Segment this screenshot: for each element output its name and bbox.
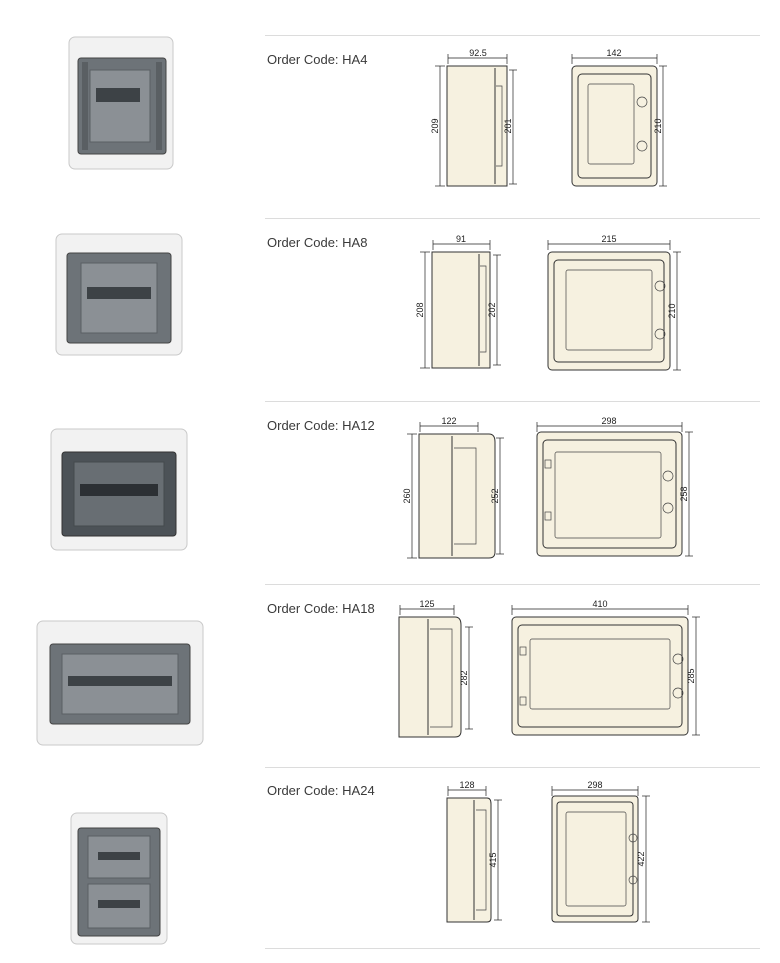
order-code-label: Order Code: [267,52,339,67]
side-view-drawing: 92.5 209 201 [430,48,517,187]
side-view-drawing: 122 260 252 [402,416,504,559]
row-divider [265,584,760,585]
side-inner-height-label: 415 [488,852,498,867]
row-divider [265,401,760,402]
side-view-drawing: 91 208 202 [415,234,501,369]
product-photo-ha8 [55,233,183,356]
side-inner-height-label: 252 [490,488,500,503]
front-height-label: 210 [667,303,677,318]
product-photo-ha18 [36,620,204,746]
side-height-label: 209 [430,118,440,133]
order-code-label: Order Code: [267,783,339,798]
front-height-label: 258 [679,486,689,501]
row-divider [265,218,760,219]
front-width-label: 142 [606,48,621,58]
front-width-label: 410 [592,599,607,609]
side-height-label: 260 [402,488,412,503]
order-code-value: HA8 [342,235,368,250]
front-view-drawing: 410 285 [511,599,700,736]
order-code: Order Code: HA12 [267,418,375,433]
side-width-label: 91 [456,234,466,244]
side-width-label: 122 [441,416,456,426]
side-view-drawing: 128 415 [446,780,502,923]
side-inner-height-label: 282 [459,670,469,685]
front-view-drawing: 215 210 [547,234,681,371]
order-code: Order Code: HA24 [267,783,375,798]
front-height-label: 210 [653,118,663,133]
side-inner-height-label: 201 [503,118,513,133]
order-code-label: Order Code: [267,235,339,250]
product-photo-ha24 [70,812,168,945]
row-divider [265,767,760,768]
order-code: Order Code: HA4 [267,52,367,67]
side-inner-height-label: 202 [487,302,497,317]
front-height-label: 422 [636,851,646,866]
order-code-label: Order Code: [267,418,339,433]
side-height-label: 208 [415,302,425,317]
front-width-label: 298 [587,780,602,790]
order-code-value: HA12 [342,418,375,433]
product-photo-ha12 [50,428,188,551]
front-view-drawing: 298 258 [536,416,693,557]
order-code-value: HA18 [342,601,375,616]
front-view-drawing: 142 210 [571,48,667,187]
front-view-drawing: 298 422 [551,780,650,923]
order-code-value: HA4 [342,52,368,67]
front-width-label: 298 [601,416,616,426]
order-code: Order Code: HA8 [267,235,367,250]
side-width-label: 92.5 [469,48,487,58]
front-width-label: 215 [601,234,616,244]
row-divider [265,35,760,36]
order-code-label: Order Code: [267,601,339,616]
order-code: Order Code: HA18 [267,601,375,616]
order-code-value: HA24 [342,783,375,798]
front-height-label: 285 [686,668,696,683]
row-divider [265,948,760,949]
side-width-label: 125 [419,599,434,609]
product-photo-ha4 [68,36,174,170]
side-width-label: 128 [459,780,474,790]
side-view-drawing: 125 282 [398,599,473,738]
